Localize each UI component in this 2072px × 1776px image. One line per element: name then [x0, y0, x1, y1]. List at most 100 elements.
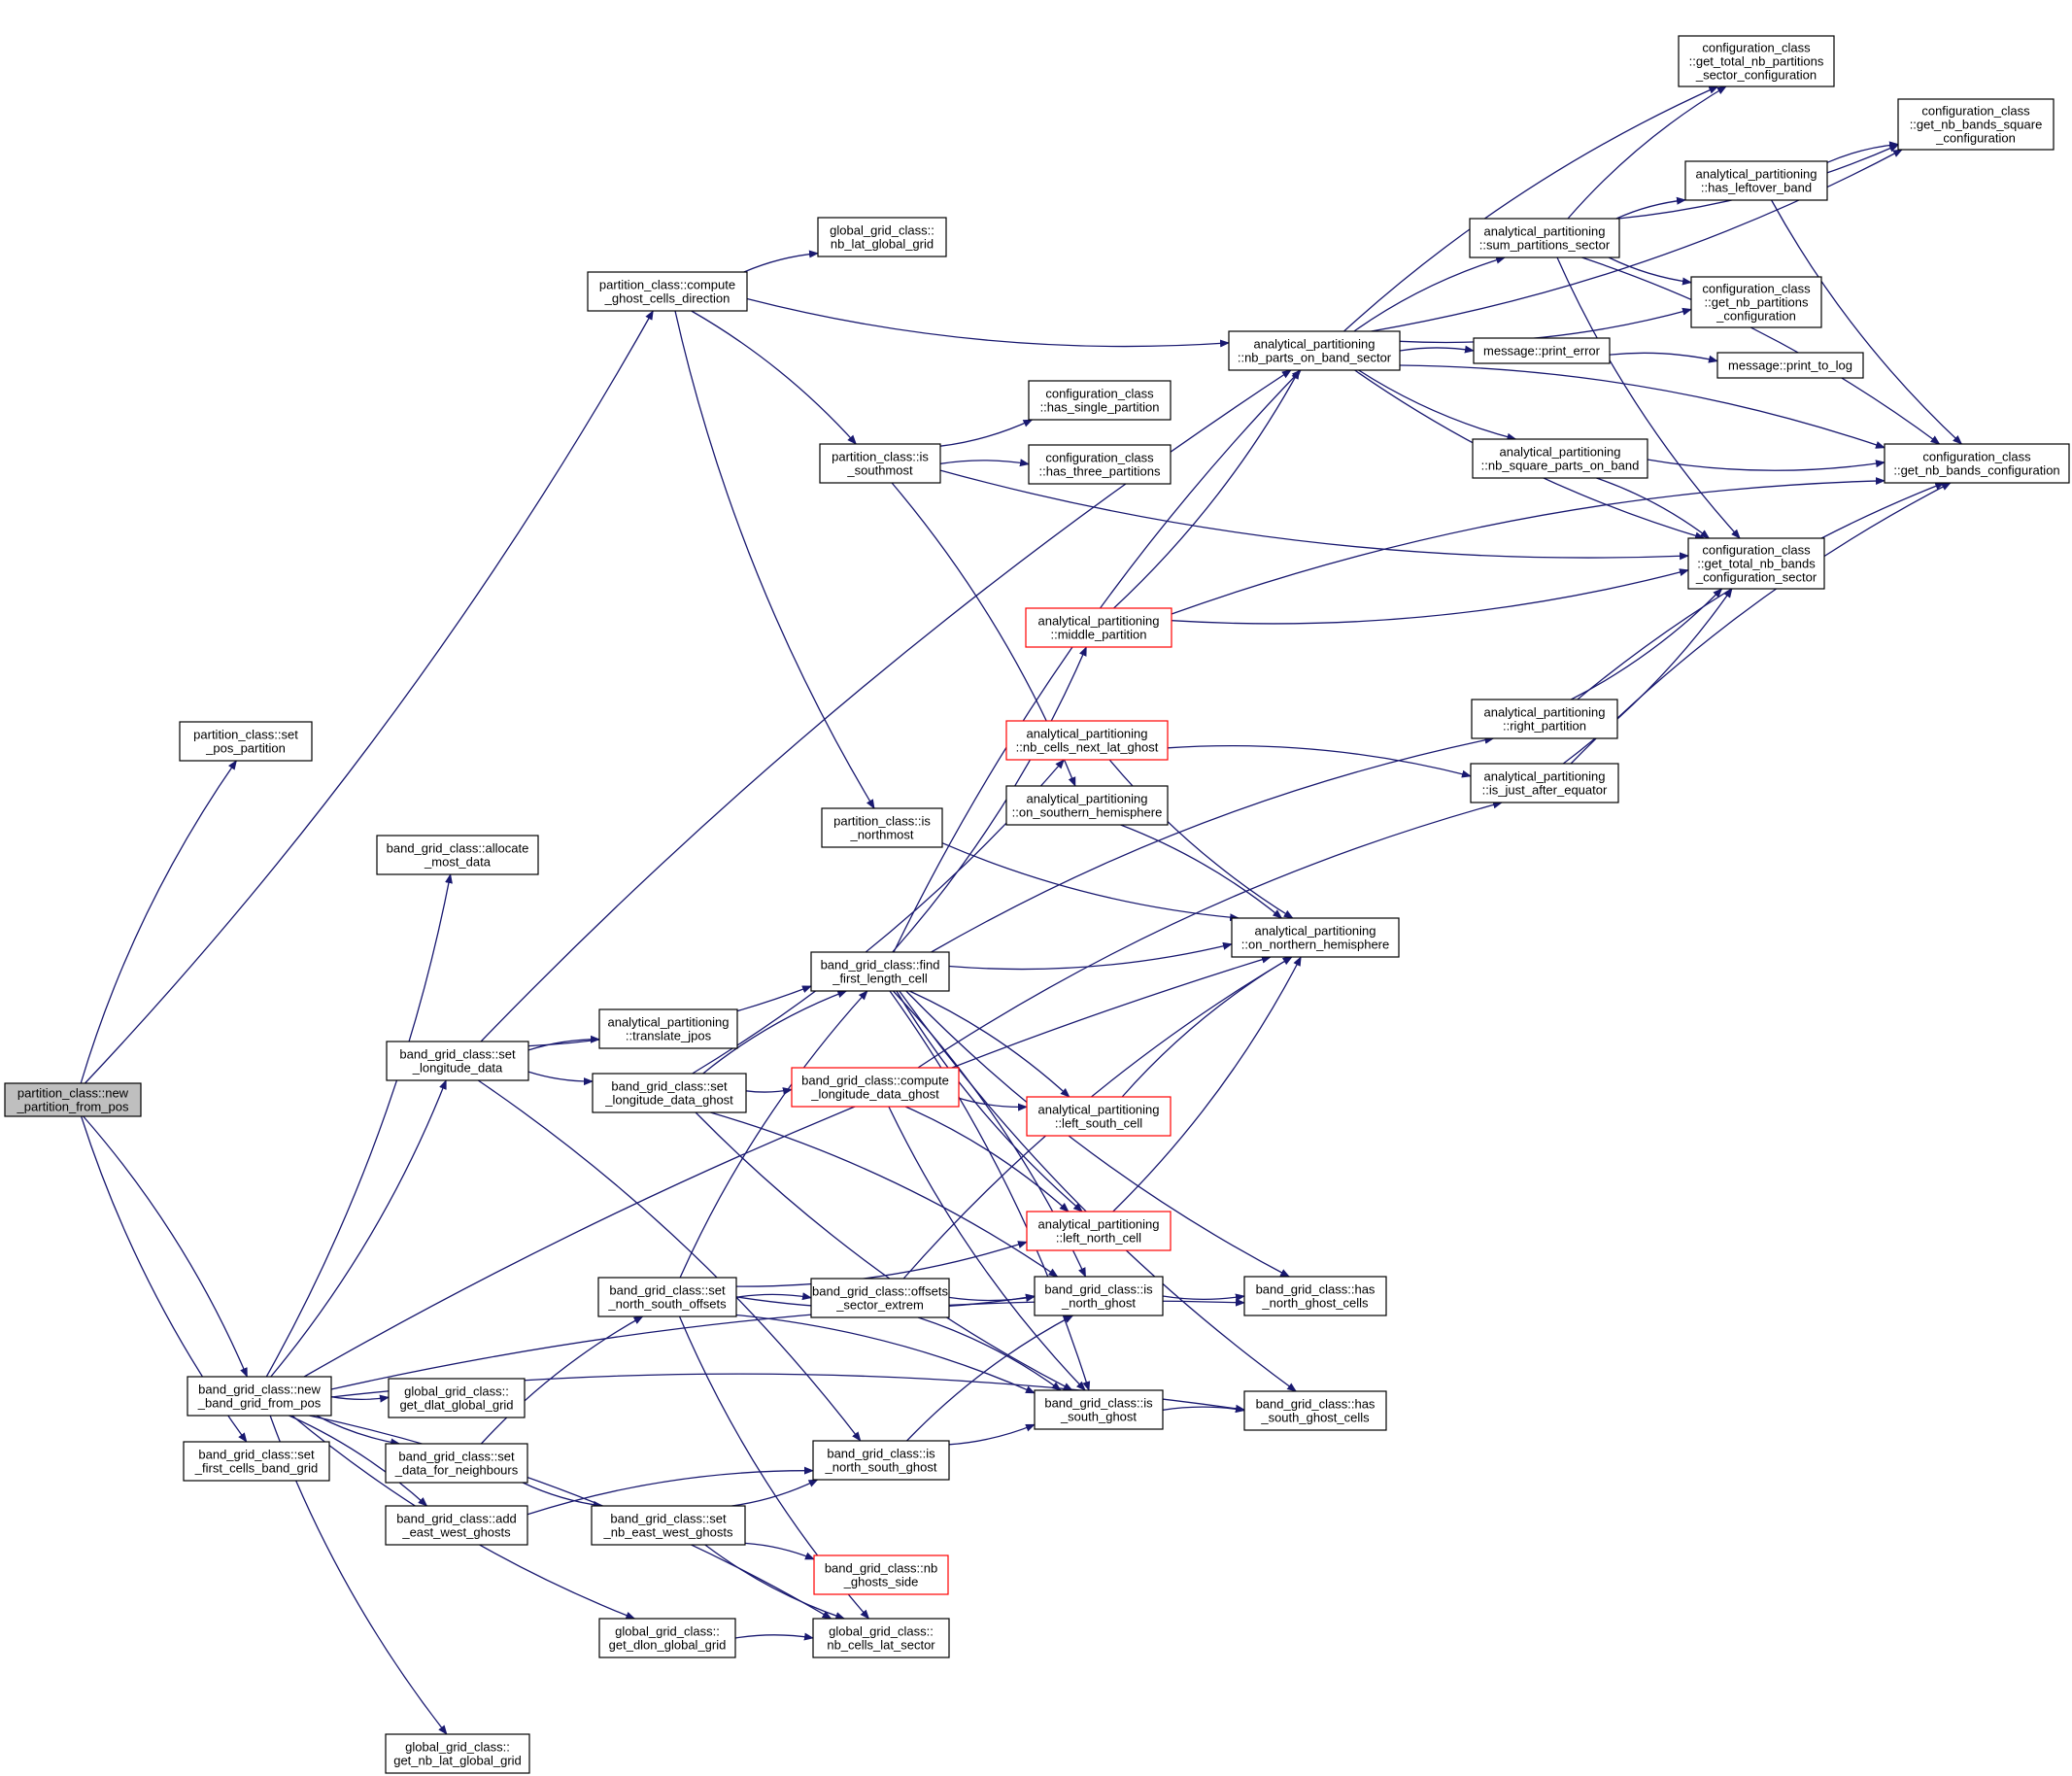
graph-node-n49[interactable]: global_grid_class::nb_cells_lat_sector	[812, 1618, 950, 1658]
graph-node-n37[interactable]: band_grid_class::has_north_ghost_cells	[1243, 1276, 1387, 1316]
graph-node-n11[interactable]: message::print_error	[1473, 337, 1611, 364]
graph-node-n34[interactable]: band_grid_class::set_north_south_offsets	[597, 1277, 737, 1317]
edges-layer	[80, 85, 1963, 1735]
node-label-line: get_dlon_global_grid	[609, 1638, 727, 1653]
call-edge-n46-n49	[704, 1544, 846, 1620]
graph-node-n7[interactable]: configuration_class::get_nb_bands_square…	[1897, 98, 2055, 151]
node-label-line: ::get_total_nb_bands	[1697, 557, 1816, 571]
graph-node-n16[interactable]: analytical_partitioning::nb_square_parts…	[1472, 438, 1648, 479]
node-label-line: band_grid_class::set	[611, 1079, 728, 1094]
graph-node-n36[interactable]: band_grid_class::is_north_ghost	[1034, 1276, 1164, 1316]
node-label-line: _ghost_cells_direction	[604, 291, 730, 306]
node-label-line: global_grid_class::	[405, 1740, 510, 1755]
graph-node-n13[interactable]: configuration_class::has_single_partitio…	[1028, 380, 1172, 421]
graph-node-n14[interactable]: configuration_class::has_three_partition…	[1028, 444, 1172, 485]
graph-node-n2[interactable]: partition_class::set_pos_partition	[179, 721, 313, 762]
graph-node-n4[interactable]: global_grid_class::nb_lat_global_grid	[817, 217, 947, 257]
graph-node-n28[interactable]: analytical_partitioning::translate_jpos	[598, 1008, 738, 1049]
graph-node-n30[interactable]: band_grid_class::set_longitude_data_ghos…	[592, 1073, 747, 1113]
call-edge-n1-n2	[80, 760, 237, 1084]
graph-node-n25[interactable]: band_grid_class::allocate_most_data	[376, 835, 539, 875]
call-edge-n1-n3	[85, 310, 654, 1084]
node-label-line: ::get_total_nb_partitions	[1689, 54, 1824, 69]
graph-node-n18[interactable]: configuration_class::get_total_nb_bands_…	[1687, 537, 1825, 590]
node-box	[1005, 785, 1169, 826]
call-edge-n46-n44	[731, 1479, 819, 1507]
graph-node-n23[interactable]: analytical_partitioning::on_southern_hem…	[1005, 785, 1169, 826]
call-edge-n34-n40	[735, 1314, 1036, 1394]
call-edge-n8-n17	[1771, 199, 1963, 445]
graph-node-n9[interactable]: analytical_partitioning::sum_partitions_…	[1469, 218, 1620, 258]
graph-node-n35[interactable]: band_grid_class::offsets_sector_extrem	[810, 1278, 950, 1318]
node-box	[598, 1618, 736, 1658]
graph-node-n31[interactable]: band_grid_class::compute_longitude_data_…	[791, 1067, 960, 1108]
graph-node-n44[interactable]: band_grid_class::is_north_south_ghost	[812, 1440, 950, 1481]
graph-node-n33[interactable]: analytical_partitioning::left_north_cell	[1026, 1211, 1172, 1251]
graph-node-n10[interactable]: configuration_class::get_nb_partitions_c…	[1690, 276, 1822, 328]
graph-node-n46[interactable]: band_grid_class::set_nb_east_west_ghosts	[591, 1505, 746, 1546]
node-label-line: analytical_partitioning	[1483, 705, 1605, 720]
node-label-line: _sector_configuration	[1695, 68, 1817, 83]
call-edge-n45-n44	[526, 1466, 814, 1516]
node-label-line: band_grid_class::offsets	[812, 1284, 948, 1299]
graph-node-n43[interactable]: band_grid_class::set_data_for_neighbours	[385, 1443, 528, 1484]
call-edge-n22-n18	[1562, 588, 1733, 765]
graph-node-n26[interactable]: analytical_partitioning::on_northern_hem…	[1231, 917, 1400, 958]
node-label-line: _longitude_data	[412, 1061, 503, 1076]
node-box	[388, 1378, 526, 1418]
node-label-line: band_grid_class::set	[398, 1450, 515, 1464]
graph-node-n8[interactable]: analytical_partitioning::has_leftover_ba…	[1684, 160, 1828, 201]
graph-node-n19[interactable]: analytical_partitioning::middle_partitio…	[1025, 607, 1172, 648]
node-box	[597, 1277, 737, 1317]
graph-node-n50[interactable]: global_grid_class::get_nb_lat_global_gri…	[385, 1733, 530, 1774]
graph-node-n1[interactable]: partition_class::new_partition_from_pos	[4, 1082, 142, 1117]
node-label-line: analytical_partitioning	[1026, 792, 1147, 806]
graph-node-n40[interactable]: band_grid_class::is_south_ghost	[1034, 1389, 1164, 1430]
node-label-line: configuration_class	[1921, 104, 2030, 119]
node-label-line: ::has_leftover_band	[1701, 181, 1812, 195]
graph-node-n5[interactable]: analytical_partitioning::nb_parts_on_ban…	[1228, 330, 1401, 371]
graph-node-n32[interactable]: analytical_partitioning::left_south_cell	[1026, 1096, 1172, 1137]
call-edge-n31-n32	[958, 1097, 1028, 1111]
graph-node-n27[interactable]: band_grid_class::find_first_length_cell	[810, 951, 950, 992]
node-box	[183, 1441, 330, 1482]
call-edge-n19-n17	[1171, 477, 1885, 615]
call-edge-n38-n26	[303, 955, 1272, 1378]
call-edge-n31-n33	[904, 1106, 1070, 1212]
call-edge-n30-n31	[745, 1087, 793, 1096]
node-label-line: message::print_error	[1483, 344, 1601, 359]
call-edge-n9-n6	[1567, 85, 1727, 220]
node-label-line: configuration_class	[1922, 450, 2031, 464]
call-edge-n9-n18	[1556, 256, 1741, 539]
node-label-line: ::nb_cells_next_lat_ghost	[1016, 740, 1159, 755]
node-label-line: _first_length_cell	[832, 972, 928, 986]
graph-node-n38[interactable]: band_grid_class::new_band_grid_from_pos	[187, 1376, 332, 1417]
graph-node-n45[interactable]: band_grid_class::add_east_west_ghosts	[385, 1505, 528, 1546]
node-box	[1228, 330, 1401, 371]
graph-node-n20[interactable]: analytical_partitioning::right_partition	[1471, 699, 1618, 739]
graph-node-n47[interactable]: band_grid_class::nb_ghosts_side	[813, 1554, 949, 1595]
graph-node-n3[interactable]: partition_class::compute_ghost_cells_dir…	[587, 271, 748, 312]
graph-node-n21[interactable]: analytical_partitioning::nb_cells_next_l…	[1005, 720, 1169, 761]
node-box	[1034, 1276, 1164, 1316]
node-label-line: analytical_partitioning	[1037, 1103, 1159, 1117]
graph-node-n17[interactable]: configuration_class::get_nb_bands_config…	[1884, 443, 2070, 484]
graph-node-n24[interactable]: partition_class::is_northmost	[821, 807, 943, 848]
call-edge-n31-n22	[917, 801, 1503, 1069]
graph-node-n29[interactable]: band_grid_class::set_longitude_data	[386, 1041, 529, 1081]
graph-node-n48[interactable]: global_grid_class::get_dlon_global_grid	[598, 1618, 736, 1658]
call-edge-n16-n18	[1596, 477, 1711, 539]
graph-node-n15[interactable]: partition_class::is_southmost	[819, 443, 941, 484]
node-box	[1034, 1389, 1164, 1430]
node-box	[385, 1443, 528, 1484]
call-edge-n38-n29	[270, 1079, 447, 1378]
graph-node-n12[interactable]: message::print_to_log	[1716, 352, 1864, 379]
graph-node-n42[interactable]: band_grid_class::set_first_cells_band_gr…	[183, 1441, 330, 1482]
graph-node-n22[interactable]: analytical_partitioning::is_just_after_e…	[1470, 763, 1619, 803]
node-label-line: ::nb_parts_on_band_sector	[1238, 351, 1392, 365]
call-edge-n35-n40	[917, 1316, 1062, 1391]
graph-node-n41[interactable]: band_grid_class::has_south_ghost_cells	[1243, 1390, 1387, 1431]
graph-node-n6[interactable]: configuration_class::get_total_nb_partit…	[1678, 35, 1835, 87]
node-label-line: _north_ghost	[1061, 1296, 1136, 1311]
graph-node-n39[interactable]: global_grid_class::get_dlat_global_grid	[388, 1378, 526, 1418]
